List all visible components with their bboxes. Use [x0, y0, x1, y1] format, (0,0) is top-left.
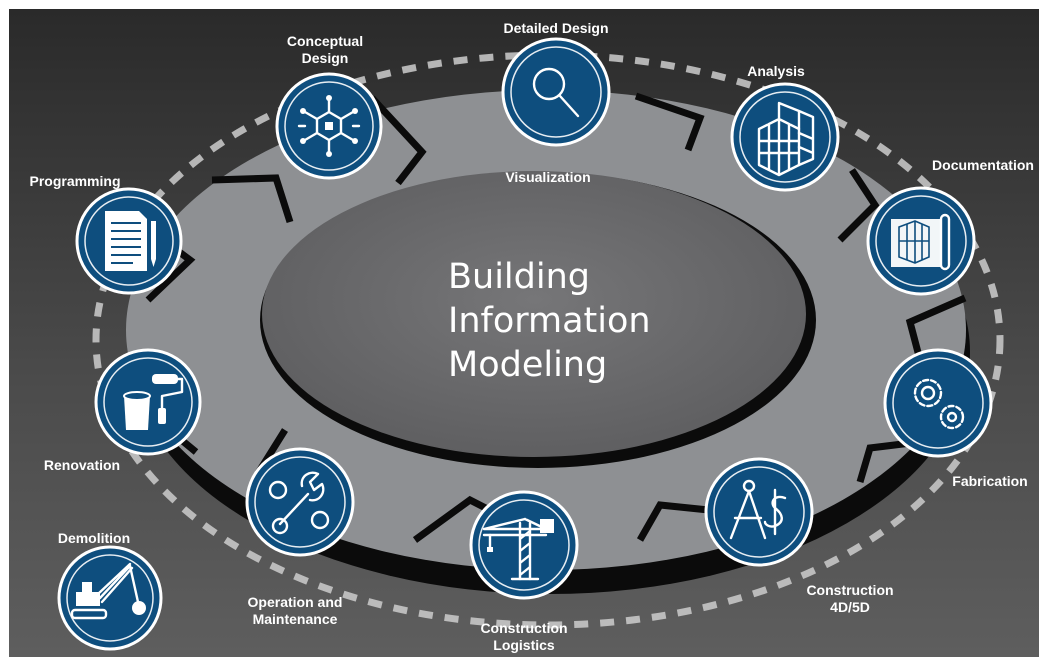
label-construction-4d5d-line1: Construction: [806, 582, 893, 598]
center-hub: [262, 171, 806, 457]
node-ring: [84, 196, 174, 286]
compass-dollar-icon: [729, 479, 787, 540]
label-fabrication: Fabrication: [952, 473, 1027, 489]
node-disc: [501, 37, 611, 147]
wireframe-building-icon: [757, 101, 815, 177]
label-conceptual-line2: Design: [302, 50, 349, 66]
node-demolition: [57, 545, 163, 651]
node-ring: [66, 554, 154, 642]
label-detailed-design: Detailed Design: [503, 20, 608, 36]
node-ring: [284, 81, 374, 171]
node-programming: [75, 187, 183, 295]
node-ring: [478, 499, 570, 591]
node-ring: [739, 91, 831, 183]
node-ring: [510, 46, 602, 138]
dashed-orbit: [92, 51, 1004, 629]
node-ring: [892, 357, 984, 449]
label-documentation: Documentation: [932, 157, 1034, 173]
label-programming: Programming: [29, 173, 120, 189]
node-ring: [875, 195, 967, 287]
node-operation-maintenance: [245, 447, 355, 557]
wrench-nuts-icon: [268, 471, 330, 535]
label-visualization: Visualization: [505, 169, 590, 185]
label-construction-logistics-line2: Logistics: [493, 637, 555, 653]
node-construction-logistics: [469, 490, 579, 600]
node-construction-4d5d: [704, 457, 814, 567]
node-disc: [704, 457, 814, 567]
node-disc: [469, 490, 579, 600]
tower-crane-icon: [482, 517, 554, 581]
label-construction-4d5d-line2: 4D/5D: [830, 599, 870, 615]
label-conceptual-line1: Conceptual: [287, 33, 363, 49]
gears-icon: [913, 378, 965, 430]
title-line-2: Information: [448, 301, 651, 341]
node-detailed-design: [501, 37, 611, 147]
node-ring: [713, 466, 805, 558]
node-ring: [254, 456, 346, 548]
node-fabrication: [883, 348, 993, 458]
blueprint-icon: [891, 213, 951, 271]
node-disc: [730, 82, 840, 192]
network-hexagon-icon: [297, 95, 361, 157]
label-renovation: Renovation: [44, 457, 120, 473]
node-disc: [57, 545, 163, 651]
node-ring: [103, 357, 193, 447]
label-operation-line1: Operation and: [248, 594, 343, 610]
magnifier-icon: [532, 67, 580, 118]
title-line-3: Modeling: [448, 345, 607, 385]
node-documentation: [866, 186, 976, 296]
diagram-title: Building Information Modeling: [448, 257, 651, 385]
node-renovation: [94, 348, 202, 456]
label-construction-logistics-line1: Construction: [480, 620, 567, 636]
label-operation-line2: Maintenance: [253, 611, 338, 627]
node-analysis: [730, 82, 840, 192]
paint-roller-icon: [123, 374, 184, 430]
wrecking-crane-icon: [70, 562, 146, 620]
title-line-1: Building: [448, 257, 590, 297]
label-analysis: Analysis: [747, 63, 805, 79]
label-demolition: Demolition: [58, 530, 130, 546]
node-conceptual-design: [275, 72, 383, 180]
document-pencil-icon: [105, 211, 156, 271]
